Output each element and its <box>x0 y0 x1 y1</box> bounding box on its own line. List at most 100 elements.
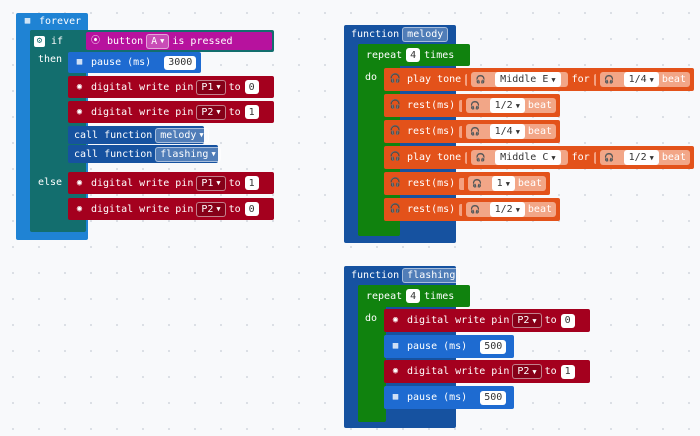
pin-dropdown[interactable]: P2▼ <box>512 313 542 328</box>
forever-label: forever <box>39 16 82 27</box>
digital-write-block[interactable]: ◉ digital write pin P2▼ to 0 <box>68 198 274 220</box>
pin-dropdown[interactable]: P2▼ <box>512 364 542 379</box>
chevron-down-icon: ▼ <box>532 367 537 376</box>
note-dropdown[interactable]: Middle C▼ <box>495 150 561 165</box>
value-field[interactable]: 0 <box>244 80 259 94</box>
value-field[interactable]: 1 <box>560 364 575 379</box>
repeat-block[interactable] <box>358 285 386 422</box>
call-function-block[interactable]: call function melody▼ <box>68 126 209 144</box>
grid-icon: ▦ <box>392 392 399 402</box>
chevron-down-icon: ▼ <box>211 150 216 158</box>
play-tone-block[interactable]: 🎧play tone🎧Middle C▼for🎧1/2▼beat <box>384 146 694 169</box>
pause-value[interactable]: 500 <box>480 339 507 354</box>
pause-value[interactable]: 3000 <box>164 55 197 70</box>
else-label: else <box>38 176 63 188</box>
repeat-count[interactable]: 4 <box>406 48 421 62</box>
function-dropdown[interactable]: melody▼ <box>155 127 209 143</box>
pause-block[interactable]: ▦pause (ms)500 <box>384 386 514 409</box>
grid-icon: ▦ <box>24 16 31 26</box>
chevron-down-icon: ▼ <box>649 153 654 162</box>
input-icon: ⦿ <box>90 35 100 46</box>
button-pressed-condition[interactable]: ⦿ button A▼ is pressed <box>86 32 272 50</box>
chevron-down-icon: ▼ <box>216 83 221 91</box>
pin-icon: ◉ <box>392 366 399 376</box>
rest-block[interactable]: 🎧rest(ms)🎧1▼beat <box>384 172 550 195</box>
beat-dropdown[interactable]: 1/4▼ <box>489 124 525 139</box>
pause-block[interactable]: ▦ pause (ms) 3000 <box>68 52 201 73</box>
gear-icon[interactable]: ⚙ <box>34 35 45 47</box>
beat-dropdown[interactable]: 1/2▼ <box>489 202 525 217</box>
if-label: if <box>51 35 64 47</box>
chevron-down-icon: ▼ <box>515 205 520 214</box>
headphones-icon: 🎧 <box>470 204 481 214</box>
headphones-icon: 🎧 <box>475 74 486 84</box>
pin-icon: ◉ <box>76 106 83 117</box>
beat-field[interactable]: 🎧1/2▼beat <box>599 150 690 165</box>
beat-field[interactable]: 🎧1/4▼beat <box>465 124 556 139</box>
digital-write-block[interactable]: ◉ digital write pin P1▼ to 0 <box>68 76 274 98</box>
call-function-block[interactable]: call function flashing▼ <box>68 145 221 163</box>
value-field[interactable]: 1 <box>244 105 259 119</box>
do-label: do <box>365 312 378 324</box>
value-field[interactable]: 1 <box>244 176 259 190</box>
digital-write-block[interactable]: ◉ digital write pin P1▼ to 1 <box>68 172 274 194</box>
value-field[interactable]: 0 <box>560 313 575 328</box>
note-field[interactable]: 🎧Middle C▼ <box>471 150 568 165</box>
beat-dropdown[interactable]: 1/4▼ <box>623 72 659 87</box>
times-label: times <box>424 290 455 302</box>
function-label: function <box>351 269 400 281</box>
beat-field[interactable]: 🎧1/4▼beat <box>599 72 690 87</box>
pin-dropdown[interactable]: P1▼ <box>196 175 226 191</box>
beat-dropdown[interactable]: 1/2▼ <box>489 98 525 113</box>
forever-header[interactable]: ▦ forever <box>22 14 81 29</box>
pause-block[interactable]: ▦pause (ms)500 <box>384 335 514 358</box>
times-label: times <box>424 49 455 61</box>
pause-value[interactable]: 500 <box>480 390 507 405</box>
headphones-icon: 🎧 <box>470 100 481 110</box>
repeat-label: repeat <box>366 49 403 61</box>
note-dropdown[interactable]: Middle E▼ <box>495 72 561 87</box>
headphones-icon: 🎧 <box>389 74 402 84</box>
pin-dropdown[interactable]: P2▼ <box>196 201 226 217</box>
headphones-icon: 🎧 <box>389 178 402 188</box>
chevron-down-icon: ▼ <box>532 316 537 325</box>
chevron-down-icon: ▼ <box>551 153 556 162</box>
chevron-down-icon: ▼ <box>515 127 520 136</box>
pin-dropdown[interactable]: P1▼ <box>196 79 226 95</box>
chevron-down-icon: ▼ <box>199 131 204 139</box>
chevron-down-icon: ▼ <box>551 75 556 84</box>
digital-write-block[interactable]: ◉ digital write pin P2▼ to 1 <box>68 101 274 123</box>
chevron-down-icon: ▼ <box>216 179 221 187</box>
chevron-down-icon: ▼ <box>160 37 165 45</box>
chevron-down-icon: ▼ <box>216 108 221 116</box>
headphones-icon: 🎧 <box>389 152 402 162</box>
note-field[interactable]: 🎧 Middle E▼ <box>471 72 568 87</box>
value-field[interactable]: 0 <box>244 202 259 216</box>
headphones-icon: 🎧 <box>389 204 402 214</box>
pin-dropdown[interactable]: P2▼ <box>196 104 226 120</box>
do-label: do <box>365 71 378 83</box>
beat-dropdown[interactable]: 1▼ <box>491 176 515 191</box>
headphones-icon: 🎧 <box>472 178 483 188</box>
beat-field[interactable]: 🎧1▼beat <box>467 176 546 191</box>
beat-field[interactable]: 🎧1/2▼beat <box>465 202 556 217</box>
rest-block[interactable]: 🎧rest(ms)🎧1/2▼beat <box>384 198 560 221</box>
function-name-field[interactable]: melody <box>402 26 449 42</box>
pin-icon: ◉ <box>76 177 83 188</box>
pin-icon: ◉ <box>76 203 83 214</box>
beat-dropdown[interactable]: 1/2▼ <box>623 150 659 165</box>
headphones-icon: 🎧 <box>470 126 481 136</box>
button-dropdown[interactable]: A▼ <box>146 33 170 49</box>
headphones-icon: 🎧 <box>389 100 402 110</box>
rest-block[interactable]: 🎧rest(ms)🎧1/2▼beat <box>384 94 560 117</box>
rest-block[interactable]: 🎧rest(ms)🎧1/4▼beat <box>384 120 560 143</box>
play-tone-block[interactable]: 🎧play tone🎧Middle E▼for🎧1/4▼beat <box>384 68 694 91</box>
repeat-count[interactable]: 4 <box>406 289 421 303</box>
beat-field[interactable]: 🎧1/2▼beat <box>465 98 556 113</box>
pin-icon: ◉ <box>76 81 83 92</box>
function-dropdown[interactable]: flashing▼ <box>155 146 221 162</box>
headphones-icon: 🎧 <box>604 74 615 84</box>
function-name-field[interactable]: flashing <box>402 267 461 283</box>
